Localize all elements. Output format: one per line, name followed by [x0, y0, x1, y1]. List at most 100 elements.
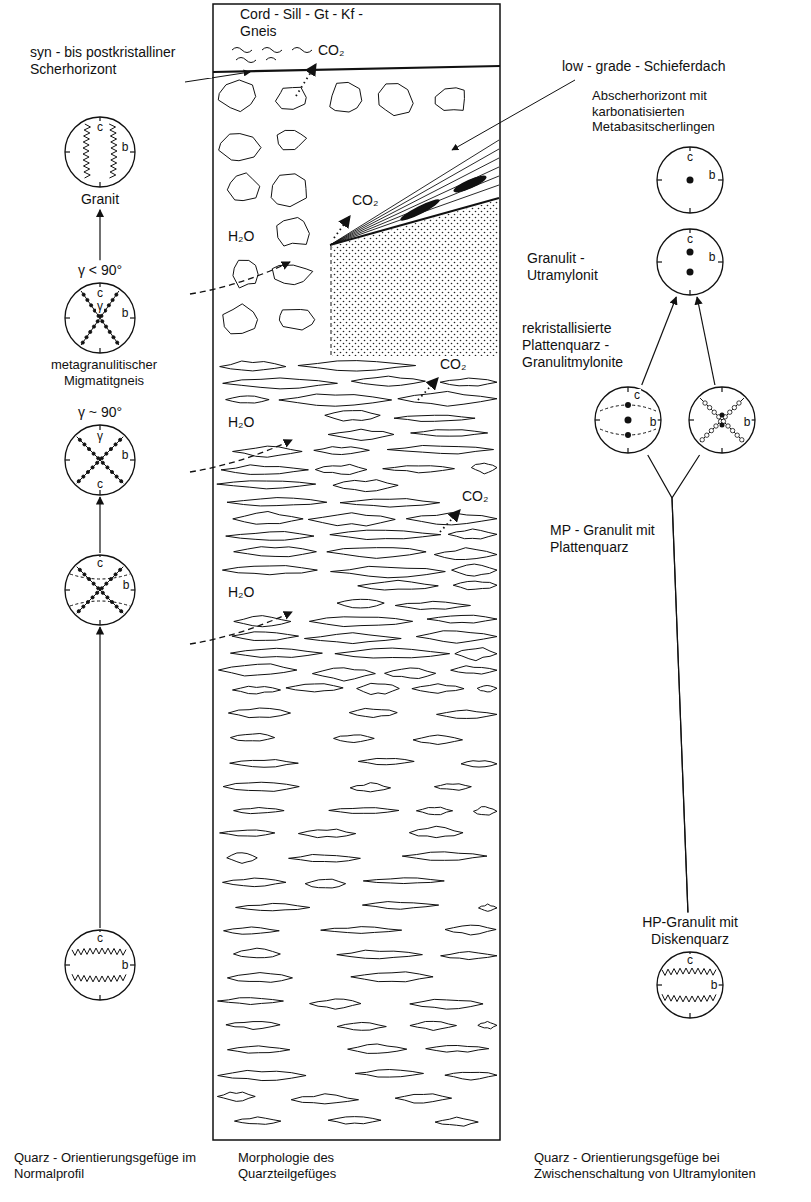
- axis-label: b: [649, 416, 658, 428]
- node-heading: γ ~ 90°: [76, 404, 124, 421]
- stereonet-circle: [657, 147, 723, 213]
- annotation-label: metagranulitischer Migmatitgneis: [22, 357, 186, 388]
- quartz-grain: [221, 465, 308, 475]
- pole-dot: [100, 587, 103, 590]
- pole-dot: [105, 582, 108, 585]
- pole-dot: [115, 293, 118, 296]
- pole-dot: [116, 341, 119, 344]
- axis-label: b: [710, 979, 719, 991]
- fabric-transition-arrow: [672, 455, 700, 912]
- quartz-grain: [233, 446, 303, 457]
- axis-label: c: [96, 287, 104, 299]
- annotation-label: Quarz - Orientierungsgefüge im Normalpro…: [12, 1150, 221, 1181]
- girdle-band: [662, 968, 716, 975]
- quartz-grain: [340, 499, 440, 507]
- maximum-dot: [625, 432, 631, 438]
- axis-label: c: [686, 151, 694, 163]
- axis-tick: [721, 448, 722, 453]
- quartz-grain: [226, 396, 270, 403]
- quartz-grain: [362, 902, 438, 910]
- girdle-line: [700, 398, 744, 442]
- pole-dot: [737, 401, 741, 405]
- axis-tick: [721, 387, 722, 392]
- annotation-label: low - grade - Schieferdach: [560, 58, 764, 75]
- quartz-grain: [355, 1070, 423, 1078]
- quartz-grain: [227, 853, 257, 864]
- axis-label: b: [708, 169, 717, 181]
- quartz-grain: [304, 633, 401, 644]
- axis-tick: [689, 419, 694, 420]
- stereonet-circle: [657, 952, 723, 1018]
- annotation-label: CO₂: [438, 356, 468, 373]
- metabasite-lens: [452, 173, 489, 196]
- annotation-label: H₂O: [226, 584, 256, 601]
- axis-tick: [65, 459, 70, 460]
- fabric-transition-arrow: [697, 297, 715, 385]
- annotation-label: Abscherhorizont mit karbonatisierten Met…: [590, 88, 754, 135]
- stereonet-circle: [65, 555, 135, 625]
- pole-dot: [106, 466, 109, 469]
- pole-dot: [86, 298, 89, 301]
- stereonet-circle: [657, 229, 723, 295]
- pole-dot: [728, 410, 732, 414]
- quartz-grain: [478, 904, 497, 911]
- quartz-grain: [312, 668, 375, 681]
- quartz-grain: [275, 87, 306, 109]
- h2o-flow-arrows: [190, 262, 292, 644]
- node-heading: HP-Granulit mit Diskenquarz: [628, 914, 752, 948]
- pole-dot: [101, 320, 104, 323]
- pole-dot: [105, 452, 108, 455]
- gneiss-foliation-marks: [232, 48, 312, 63]
- schist-roof-lines: [330, 140, 499, 245]
- girdle-line: [700, 398, 744, 442]
- quartz-grain: [222, 878, 285, 887]
- stereonet-node: γ ~ 90°γbc: [65, 425, 135, 495]
- quartz-grain: [452, 564, 497, 576]
- annotation-label: CO₂: [316, 42, 346, 59]
- pole-dot: [81, 341, 84, 344]
- axis-label: γ: [96, 430, 104, 442]
- quartz-grain: [350, 783, 390, 792]
- fabric-transition-arrow: [99, 497, 100, 553]
- quartz-grain: [327, 548, 426, 559]
- maximum-dot: [687, 177, 694, 184]
- quartz-grain: [321, 927, 402, 934]
- maximum-dot: [720, 413, 725, 418]
- profile-column: [213, 4, 500, 1140]
- maximum-dot: [625, 402, 631, 408]
- axis-tick: [657, 179, 662, 180]
- quartz-grain: [277, 130, 306, 149]
- node-heading: Granit: [79, 191, 121, 208]
- quartz-grain: [337, 1022, 386, 1030]
- annotation-label: CO₂: [460, 488, 490, 505]
- pole-dot: [703, 401, 707, 405]
- small-circle-arc: [70, 601, 130, 606]
- pole-dot: [85, 336, 88, 339]
- annotation-label: MP - Granulit mit Plattenquarz: [548, 522, 664, 556]
- axis-label: b: [121, 449, 130, 461]
- quartz-grain: [233, 260, 258, 288]
- pole-dot: [82, 475, 85, 478]
- quartz-grain: [329, 808, 399, 814]
- axis-label: b: [708, 251, 717, 263]
- pole-dot: [104, 325, 107, 328]
- quartz-grain: [358, 580, 439, 590]
- quartz-grain: [271, 174, 306, 207]
- annotation-label: Granulit - Utramylonit: [525, 250, 634, 284]
- quartz-grain: [395, 601, 470, 609]
- quartz-grain: [315, 464, 367, 474]
- axis-label: c: [686, 233, 694, 245]
- stereonet-circle: [595, 387, 661, 453]
- quartz-grain: [461, 761, 497, 767]
- pole-dot: [77, 480, 80, 483]
- quartz-grain: [434, 784, 471, 790]
- pole-dot: [110, 600, 113, 603]
- pole-dot: [96, 591, 99, 594]
- axis-label: b: [121, 307, 130, 319]
- pole-dot: [104, 309, 107, 312]
- quartz-grain: [445, 925, 496, 935]
- pole-dot: [112, 336, 115, 339]
- annotation-label: CO₂: [350, 192, 380, 209]
- axis-tick: [99, 348, 100, 353]
